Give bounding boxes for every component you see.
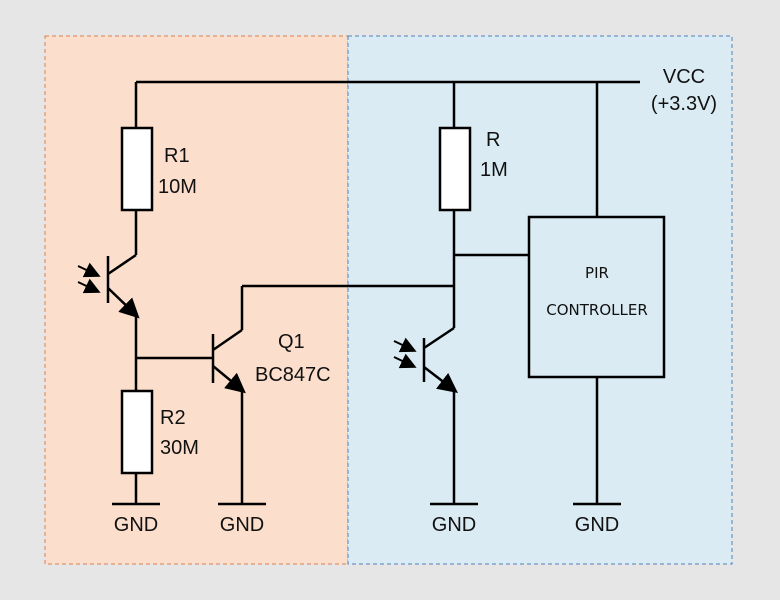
r2-name-label: R2 — [160, 407, 186, 429]
vcc-label: VCC — [663, 66, 705, 88]
left-region — [44, 35, 349, 565]
r-value-label: 1M — [480, 159, 508, 181]
light-arrow-icon — [77, 278, 101, 294]
r1-value-label: 10M — [158, 176, 197, 198]
r1-resistor — [120, 82, 154, 255]
pir-label-line2: CONTROLLER — [546, 301, 648, 319]
light-arrow-icon — [393, 337, 417, 353]
left-phototransistor — [77, 253, 140, 358]
q1-name-label: Q1 — [278, 331, 305, 353]
light-arrow-icon — [77, 262, 101, 278]
r2-resistor — [120, 358, 154, 504]
r-name-label: R — [486, 129, 500, 151]
pir-controller-box — [527, 215, 666, 379]
vcc-voltage-label: (+3.3V) — [651, 93, 717, 115]
ground-label-3: GND — [432, 514, 476, 536]
q1-transistor — [211, 286, 246, 504]
q1-part-label: BC847C — [255, 364, 331, 386]
r-resistor — [438, 82, 472, 328]
pir-label-line1: PIR — [585, 264, 609, 282]
ground-label-1: GND — [114, 514, 158, 536]
r1-name-label: R1 — [164, 145, 190, 167]
light-arrow-icon — [393, 353, 417, 369]
r2-value-label: 30M — [160, 437, 199, 459]
ground-label-4: GND — [575, 514, 619, 536]
right-phototransistor — [393, 326, 458, 504]
ground-label-2: GND — [220, 514, 264, 536]
